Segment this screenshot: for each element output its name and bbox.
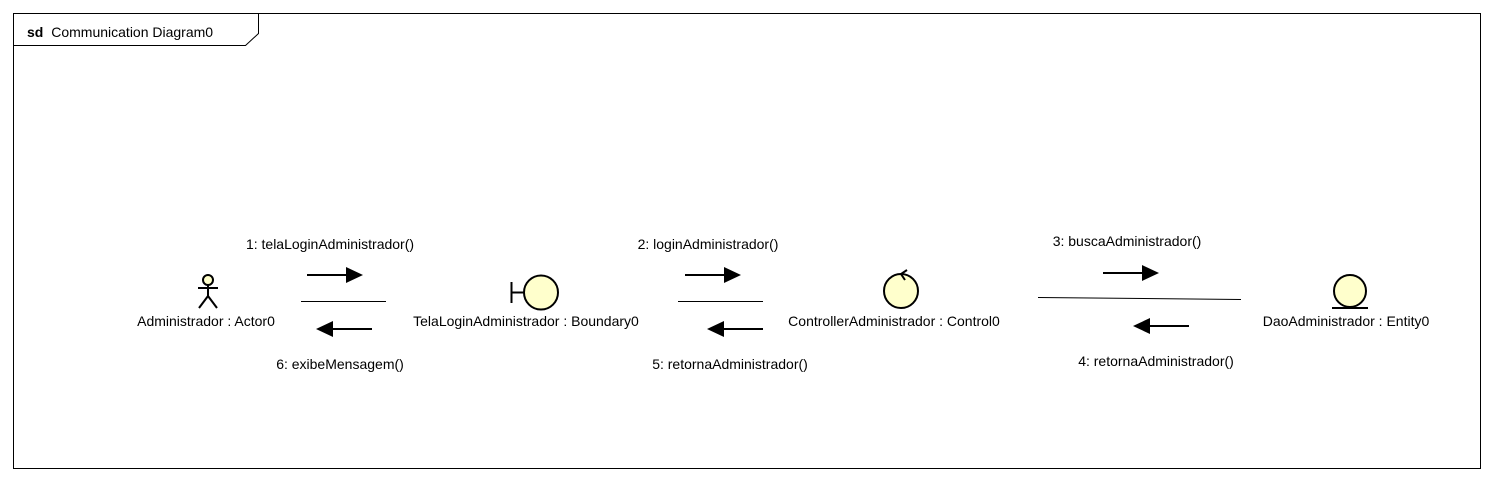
boundary-label[interactable]: TelaLoginAdministrador : Boundary0 [413,313,639,329]
message-4-arrow [1133,318,1189,334]
frame-name: Communication Diagram0 [51,24,213,40]
message-5-label[interactable]: 5: retornaAdministrador() [652,356,808,372]
message-6-arrow [316,321,372,337]
message-4-label[interactable]: 4: retornaAdministrador() [1078,353,1234,369]
frame-name-tab [13,13,259,46]
control-icon[interactable] [883,269,919,309]
control-label[interactable]: ControllerAdministrador : Control0 [788,313,1000,329]
frame-kind: sd [27,24,43,40]
message-1-label[interactable]: 1: telaLoginAdministrador() [246,236,414,252]
message-3-arrow [1103,265,1159,281]
actor-label[interactable]: Administrador : Actor0 [137,313,275,329]
actor-icon[interactable] [198,274,218,309]
message-2-label[interactable]: 2: loginAdministrador() [638,236,779,252]
message-1-arrow [307,267,363,283]
boundary-icon[interactable] [510,274,559,311]
frame-name-label: sd Communication Diagram0 [27,24,213,40]
link-control-entity[interactable] [1037,297,1242,300]
entity-icon[interactable] [1332,274,1368,309]
message-5-arrow [707,321,763,337]
diagram-frame [13,13,1481,469]
entity-label[interactable]: DaoAdministrador : Entity0 [1263,313,1430,329]
message-2-arrow [685,267,741,283]
message-3-label[interactable]: 3: buscaAdministrador() [1053,233,1202,249]
message-6-label[interactable]: 6: exibeMensagem() [276,356,404,372]
